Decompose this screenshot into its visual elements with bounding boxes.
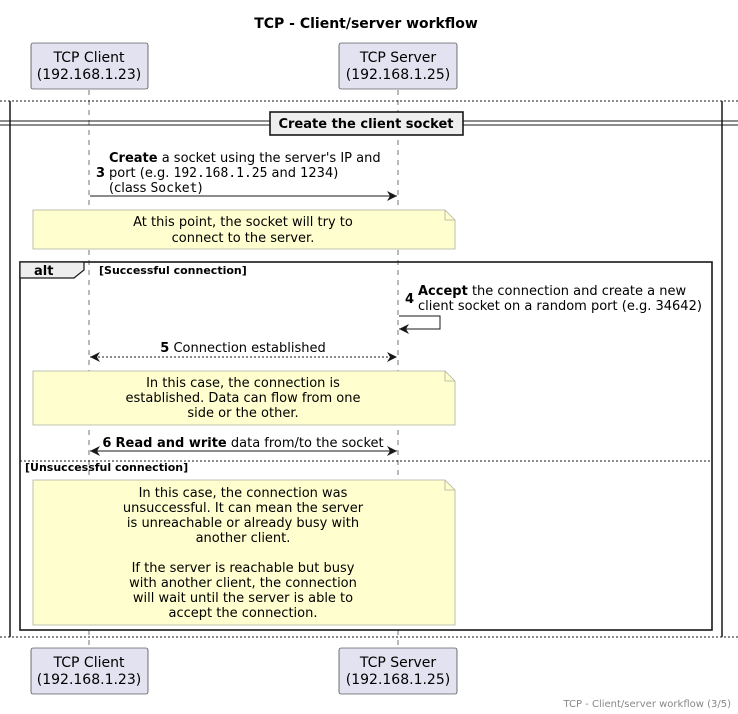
participant-server-top: TCP Server (192.168.1.25) [338,42,458,90]
note-3: In this case, the connection was unsucce… [32,479,456,626]
message-4-line-1: Accept the connection and create a new [418,284,686,299]
message-5-label: 5 Connection established [160,341,325,356]
note-line: In this case, the connection was [139,486,348,501]
participant-address: (192.168.1.23) [37,67,141,83]
message-6: 6 Read and write data from/to the socket [90,436,397,456]
note-line: At this point, the socket will try to [133,215,353,230]
participant-name: TCP Server [359,655,437,671]
message-6-label: 6 Read and write data from/to the socket [102,436,383,451]
message-4-arrow [399,315,441,334]
participant-client-bottom: TCP Client (192.168.1.23) [30,647,149,695]
footer-caption: TCP - Client/server workflow (3/5) [562,699,731,710]
note-line: will wait until the server is able to [133,591,353,606]
participant-address: (192.168.1.25) [346,672,450,688]
participant-client-top: TCP Client (192.168.1.23) [30,42,149,90]
note-line: is unreachable or already busy with [127,516,359,531]
alt-guard-unsuccessful: [Unsuccessful connection] [25,461,188,474]
note-line: In this case, the connection is [146,376,340,391]
message-3-line-1: Create a socket using the server's IP an… [109,151,381,166]
diagram-title: TCP - Client/server workflow [254,16,478,32]
alt-guard-successful: [Successful connection] [99,264,247,277]
alt-frame: alt [Successful connection] [Unsuccessfu… [19,261,713,631]
note-line: side or the other. [187,406,298,421]
note-line: another client. [196,531,291,546]
note-1: At this point, the socket will try to co… [32,209,456,250]
divider-label: Create the client socket [278,117,453,132]
participant-address: (192.168.1.25) [346,67,450,83]
note-line: accept the connection. [169,606,318,621]
note-line: connect to the server. [172,231,315,246]
message-5: 5 Connection established [90,341,397,362]
message-number: 3 [96,166,105,181]
message-number: 4 [405,292,414,307]
participant-server-bottom: TCP Server (192.168.1.25) [338,647,458,695]
note-line: established. Data can flow from one [126,391,361,406]
message-4: 4 Accept the connection and create a new… [399,284,702,334]
participant-name: TCP Client [53,50,125,66]
message-3-line-3: (class Socket) [109,181,203,196]
note-line: unsuccessful. It can mean the server [123,501,364,516]
note-2: In this case, the connection is establis… [32,370,456,426]
note-line: If the server is reachable but busy [132,561,355,576]
participant-name: TCP Server [359,50,437,66]
alt-keyword: alt [34,264,53,279]
message-3-line-2: port (e.g. 192.168.1.25 and 1234) [109,166,338,181]
message-4-line-2: client socket on a random port (e.g. 346… [418,299,702,314]
divider: Create the client socket [0,111,738,136]
participant-name: TCP Client [53,655,125,671]
message-3: 3 Create a socket using the server's IP … [90,151,397,201]
participant-address: (192.168.1.23) [37,672,141,688]
note-line: with another client, the connection [129,576,357,591]
